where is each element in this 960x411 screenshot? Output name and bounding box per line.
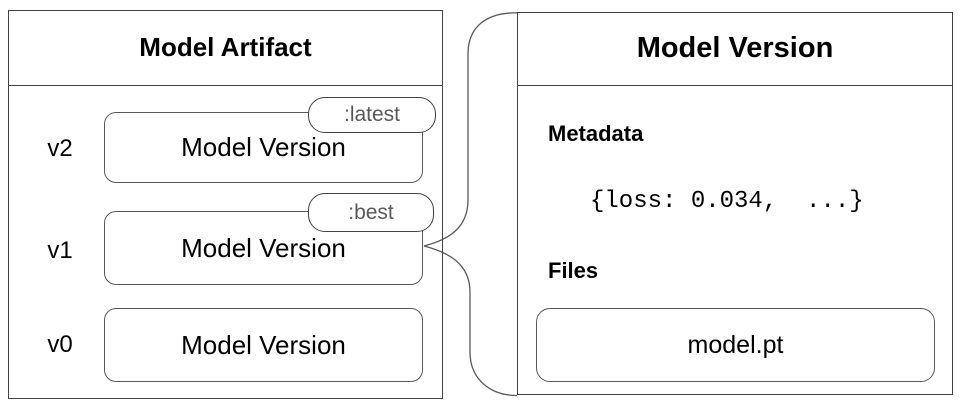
files-heading: Files [548,258,599,283]
version-tag-latest: :latest [308,97,436,133]
artifact-panel-title: Model Artifact [139,32,312,62]
model-version-box-label: Model Version [181,132,346,162]
version-tag-label: :latest [343,103,401,126]
version-detail-panel-title: Model Version [636,32,834,64]
metadata-heading: Metadata [548,121,644,146]
file-box: model.pt [536,308,935,382]
model-version-box-label: Model Version [181,329,346,360]
version-label-v0: v0 [47,331,73,358]
model-version-box-label: Model Version [181,232,346,263]
version-label-v1: v1 [47,237,73,264]
artifact-panel-header: Model Artifact [8,10,443,86]
model-version-box-v0: Model Version [104,308,423,382]
metadata-value: {loss: 0.034, ...} [590,188,864,215]
version-tag-best: :best [308,193,434,232]
version-tag-label: :best [348,200,394,224]
version-detail-panel [517,12,953,395]
file-name: model.pt [687,330,784,359]
version-label-v2: v2 [47,135,73,162]
version-detail-panel-header: Model Version [517,12,953,86]
